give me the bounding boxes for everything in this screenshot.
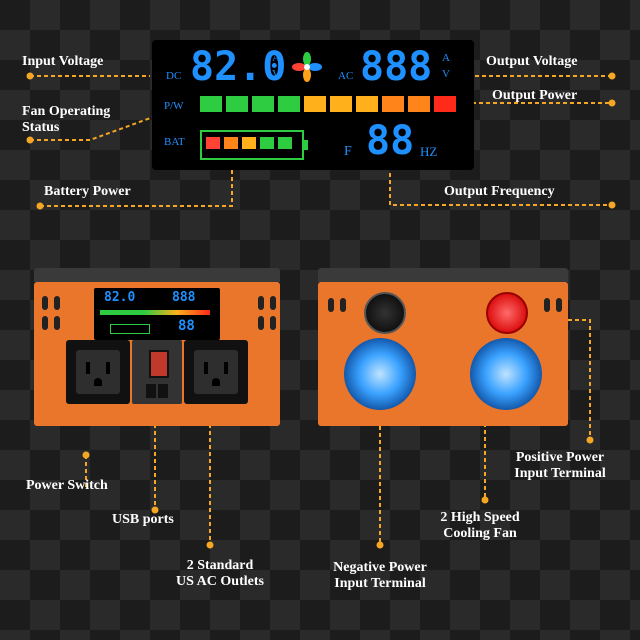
hz-label: HZ [420, 144, 438, 159]
power-switch-label: Power Switch [26, 478, 108, 493]
fan-status-label-2: Status [22, 120, 60, 135]
mini-freq-readout: 88 [178, 318, 195, 334]
cooling-fan-right [470, 338, 542, 410]
power-switch[interactable] [149, 350, 169, 378]
ac-label: AC [338, 70, 354, 82]
fan-status-label-1: Fan Operating [22, 104, 111, 119]
pw-label: P/W [164, 100, 184, 112]
switch-panel [132, 340, 182, 404]
output-power-label: Output Power [492, 88, 578, 103]
ac-outlet-left[interactable] [66, 340, 130, 404]
mini-input-readout: 82.0 [104, 290, 136, 305]
unit-a-out: A [442, 52, 450, 64]
unit-v-out: V [442, 68, 450, 80]
cooling-fan-label-2: Cooling Fan [443, 526, 517, 541]
input-voltage-readout: 82.0 [190, 44, 287, 90]
negative-terminal-label-2: Input Terminal [334, 576, 426, 591]
usb-ports-label: USB ports [112, 512, 174, 527]
ac-outlets-label-2: US AC Outlets [176, 574, 264, 589]
inverter-front-view: 88 82.0 888 [34, 268, 280, 426]
unit-a: A [272, 52, 280, 64]
dc-label: DC [166, 70, 182, 82]
negative-terminal[interactable] [364, 292, 406, 334]
mini-lcd: 88 82.0 888 [94, 288, 220, 340]
negative-terminal-label-1: Negative Power [333, 560, 427, 575]
mini-output-readout: 888 [172, 290, 196, 305]
frequency-readout: 88 [366, 118, 415, 164]
positive-terminal-label-1: Positive Power [515, 450, 605, 465]
battery-gauge [200, 130, 308, 160]
cooling-fan-label-1: 2 High Speed [440, 510, 520, 525]
battery-power-label: Battery Power [44, 184, 131, 199]
usb-port-1[interactable] [146, 384, 156, 398]
unit-v: V [272, 68, 280, 80]
positive-terminal-label-2: Input Terminal [514, 466, 606, 481]
output-voltage-label: Output Voltage [486, 54, 578, 69]
output-voltage-readout: 888 [360, 44, 433, 90]
inverter-rear-view [318, 268, 568, 426]
ac-outlet-right[interactable] [184, 340, 248, 404]
ac-outlets-label-1: 2 Standard [186, 558, 254, 573]
cooling-fan-left [344, 338, 416, 410]
fan-icon [292, 52, 322, 82]
usb-port-2[interactable] [158, 384, 168, 398]
freq-label: F [344, 144, 352, 159]
positive-terminal[interactable] [486, 292, 528, 334]
output-frequency-label: Output Frequency [444, 184, 555, 199]
bat-label: BAT [164, 136, 185, 148]
input-voltage-label: Input Voltage [22, 54, 104, 69]
